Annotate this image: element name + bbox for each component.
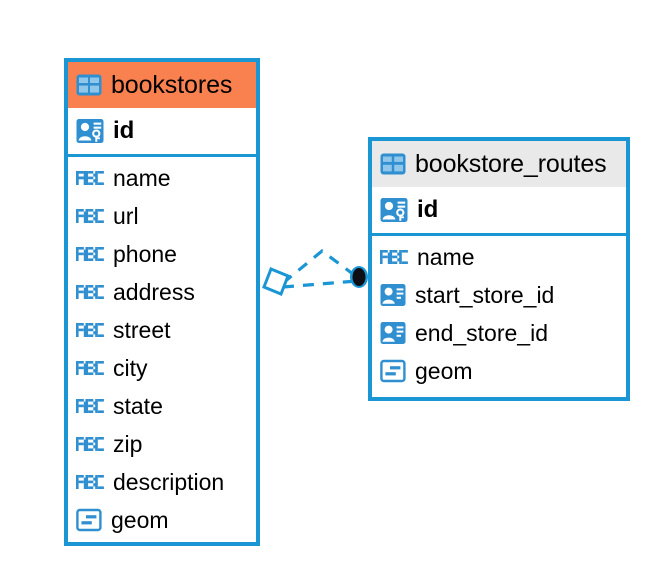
field-label: zip bbox=[113, 430, 143, 457]
field-row-name[interactable]: name bbox=[68, 159, 256, 197]
field-row-name[interactable]: name bbox=[372, 238, 626, 276]
field-label: description bbox=[113, 468, 225, 495]
text-type-icon bbox=[76, 320, 104, 340]
primary-key-icon bbox=[380, 197, 408, 223]
text-type-icon bbox=[380, 247, 408, 267]
field-label: state bbox=[113, 392, 163, 419]
text-type-icon bbox=[76, 168, 104, 188]
geometry-type-icon bbox=[380, 359, 406, 383]
text-type-icon bbox=[76, 206, 104, 226]
text-type-icon bbox=[76, 472, 104, 492]
field-list: name start_store_id bbox=[372, 236, 626, 394]
field-label: name bbox=[113, 164, 171, 191]
field-row-description[interactable]: description bbox=[68, 463, 256, 501]
field-label: id bbox=[417, 196, 439, 223]
dot-marker bbox=[350, 266, 368, 288]
text-type-icon bbox=[76, 358, 104, 378]
field-row-geom[interactable]: geom bbox=[372, 352, 626, 390]
field-row-end-store-id[interactable]: end_store_id bbox=[372, 314, 626, 352]
field-label: id bbox=[113, 117, 135, 144]
field-label: phone bbox=[113, 240, 177, 267]
primary-key-icon bbox=[76, 118, 104, 144]
foreign-key-icon bbox=[380, 283, 406, 307]
geometry-type-icon bbox=[76, 508, 102, 532]
field-row-street[interactable]: street bbox=[68, 311, 256, 349]
field-row-start-store-id[interactable]: start_store_id bbox=[372, 276, 626, 314]
text-type-icon bbox=[76, 434, 104, 454]
text-type-icon bbox=[76, 282, 104, 302]
entity-bookstores[interactable]: bookstores id bbox=[64, 58, 260, 546]
primary-key-divider bbox=[372, 233, 626, 236]
diamond-marker bbox=[262, 267, 290, 296]
entity-header[interactable]: bookstores bbox=[68, 62, 256, 108]
field-row-zip[interactable]: zip bbox=[68, 425, 256, 463]
field-label: end_store_id bbox=[415, 319, 548, 346]
field-label: geom bbox=[111, 506, 169, 533]
field-row-primary-key[interactable]: id bbox=[372, 187, 626, 233]
foreign-key-icon bbox=[380, 321, 406, 345]
text-type-icon bbox=[76, 396, 104, 416]
field-row-phone[interactable]: phone bbox=[68, 235, 256, 273]
relationship-line-upper bbox=[281, 248, 358, 285]
text-type-icon bbox=[76, 244, 104, 264]
field-row-address[interactable]: address bbox=[68, 273, 256, 311]
field-row-state[interactable]: state bbox=[68, 387, 256, 425]
field-label: city bbox=[113, 354, 148, 381]
field-label: url bbox=[113, 202, 139, 229]
field-row-primary-key[interactable]: id bbox=[68, 108, 256, 154]
field-label: start_store_id bbox=[415, 281, 555, 308]
field-label: geom bbox=[415, 357, 473, 384]
entity-header[interactable]: bookstore_routes bbox=[372, 141, 626, 187]
field-label: name bbox=[417, 243, 475, 270]
table-icon bbox=[380, 153, 406, 175]
field-label: street bbox=[113, 316, 171, 343]
relationship-line-lower bbox=[282, 279, 358, 289]
entity-title: bookstore_routes bbox=[415, 149, 607, 178]
field-label: address bbox=[113, 278, 195, 305]
table-icon bbox=[76, 74, 102, 96]
field-row-city[interactable]: city bbox=[68, 349, 256, 387]
field-list: name u bbox=[68, 157, 256, 543]
entity-bookstore-routes[interactable]: bookstore_routes id bbox=[368, 137, 630, 401]
primary-key-divider bbox=[68, 154, 256, 157]
entity-title: bookstores bbox=[111, 70, 233, 99]
field-row-geom[interactable]: geom bbox=[68, 501, 256, 539]
field-row-url[interactable]: url bbox=[68, 197, 256, 235]
